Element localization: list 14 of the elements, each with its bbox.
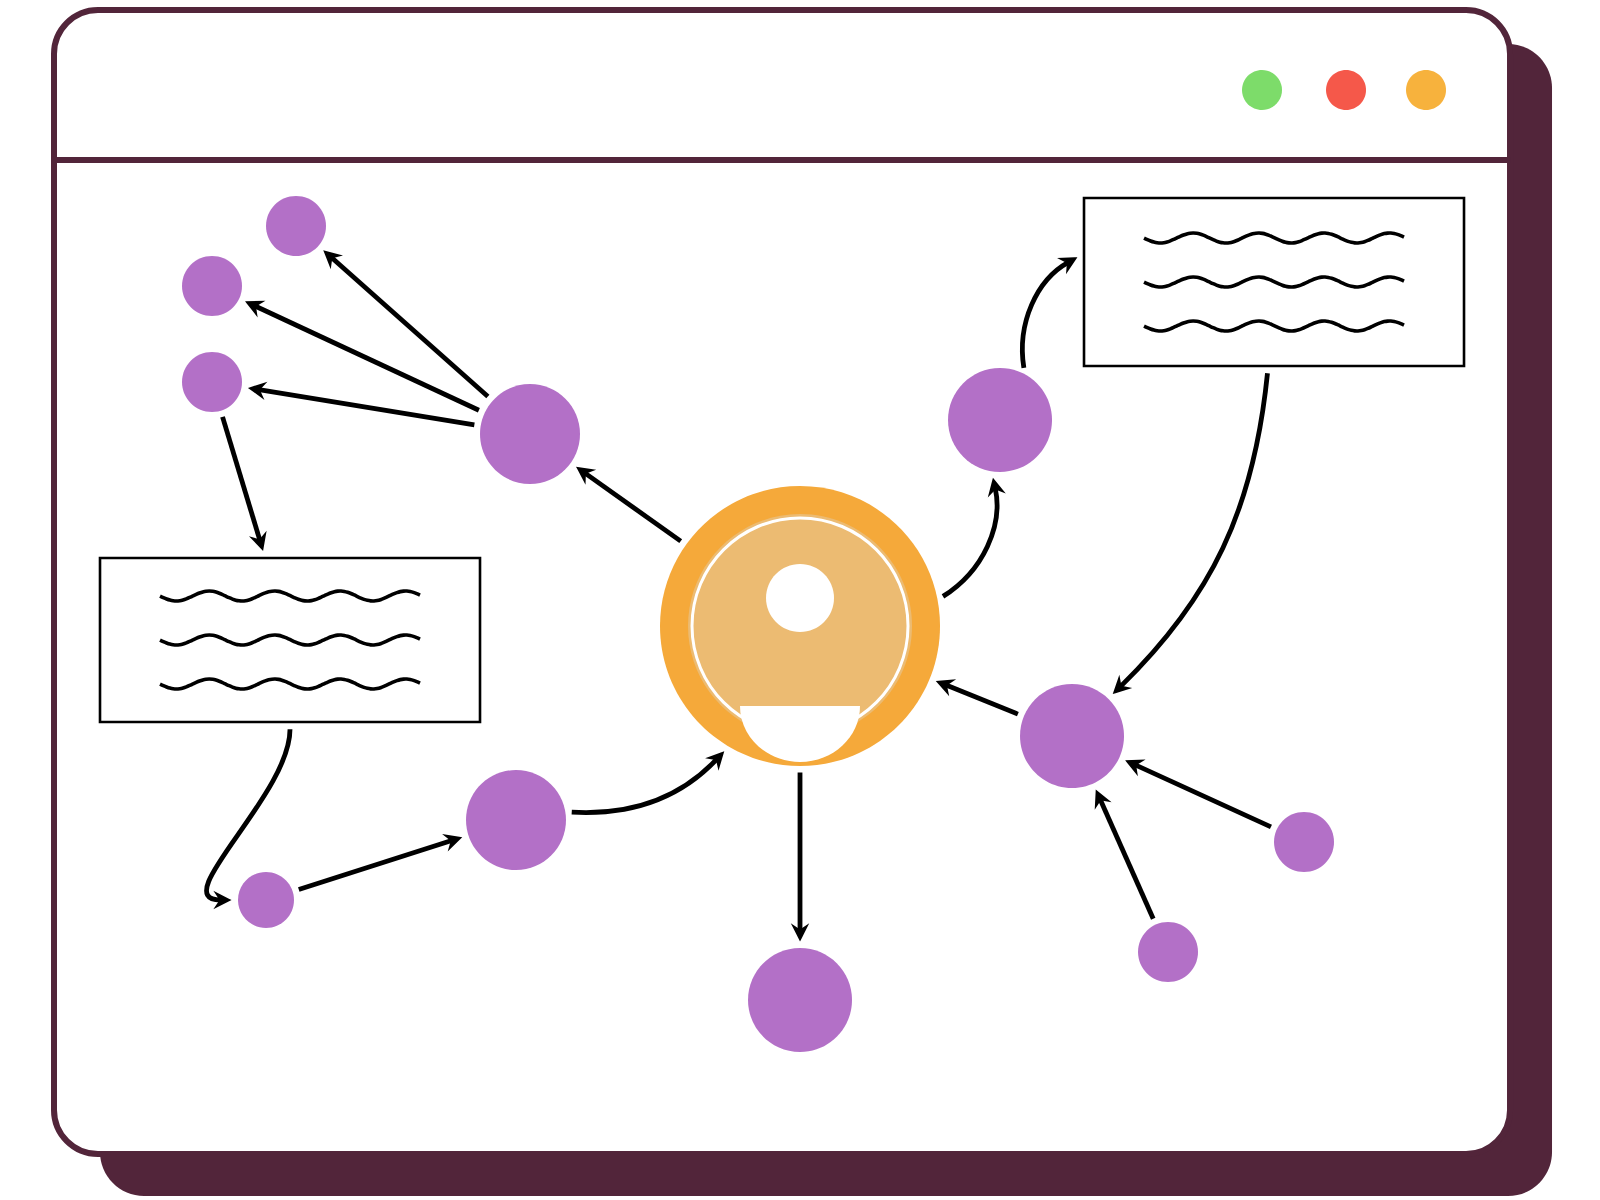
person-avatar [660, 486, 940, 766]
text-card [98, 556, 482, 724]
circle-node [480, 384, 580, 484]
circle-node [266, 196, 326, 256]
circle-node [748, 948, 852, 1052]
circle-node [1138, 922, 1198, 982]
circle-node [1274, 812, 1334, 872]
circle-node [182, 256, 242, 316]
circle-node [466, 770, 566, 870]
circle-node [182, 352, 242, 412]
circle-node [948, 368, 1052, 472]
text-card [1082, 196, 1466, 368]
circle-node [238, 872, 294, 928]
circle-node [1020, 684, 1124, 788]
